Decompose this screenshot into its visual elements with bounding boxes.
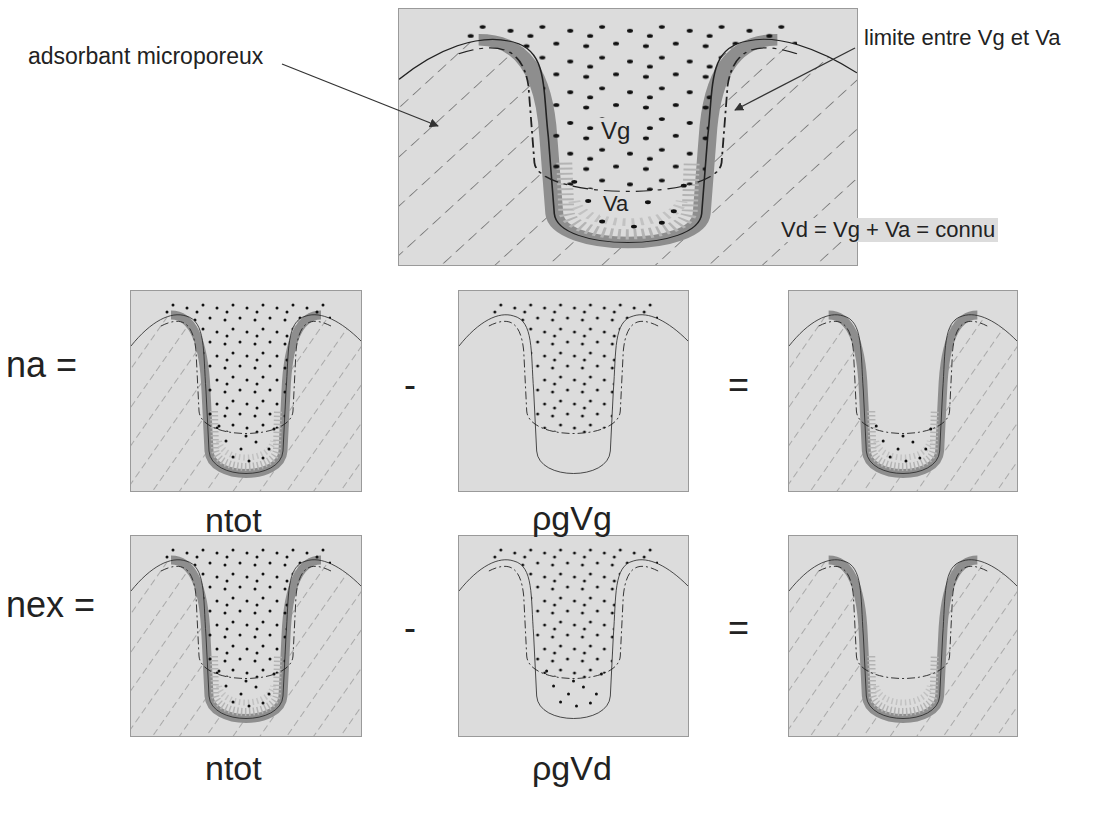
leader-line — [735, 48, 855, 110]
equation-label: Vd = Vg + Va = connu — [778, 218, 998, 242]
operator-sign: - — [404, 365, 416, 405]
equation-term: na = — [6, 345, 77, 385]
pore-illustration — [789, 536, 1017, 736]
equation-term: ρgVg — [532, 500, 612, 537]
pore-illustration — [131, 291, 361, 491]
callout-label: adsorbant microporeux — [28, 44, 263, 69]
leader-line — [282, 64, 438, 126]
equation-term: ρgVd — [532, 750, 612, 787]
pore-panel — [458, 535, 689, 737]
pore-illustration — [459, 536, 688, 736]
volume-label: Va — [600, 192, 631, 216]
pore-panel — [788, 535, 1018, 737]
pore-illustration — [459, 291, 688, 491]
equation-term: ntot — [205, 750, 262, 787]
pore-panel — [788, 290, 1018, 492]
equation-term: ntot — [205, 502, 262, 539]
callout-label: limite entre Vg et Va — [864, 26, 1060, 50]
operator-sign: - — [404, 608, 416, 648]
pore-panel — [130, 290, 362, 492]
pore-panel — [458, 290, 689, 492]
pore-illustration — [789, 291, 1017, 491]
operator-sign: = — [728, 608, 749, 648]
operator-sign: = — [728, 365, 749, 405]
pore-illustration — [131, 536, 361, 736]
volume-label: Vg — [598, 118, 633, 144]
equation-term: nex = — [6, 585, 95, 625]
pore-panel — [130, 535, 362, 737]
